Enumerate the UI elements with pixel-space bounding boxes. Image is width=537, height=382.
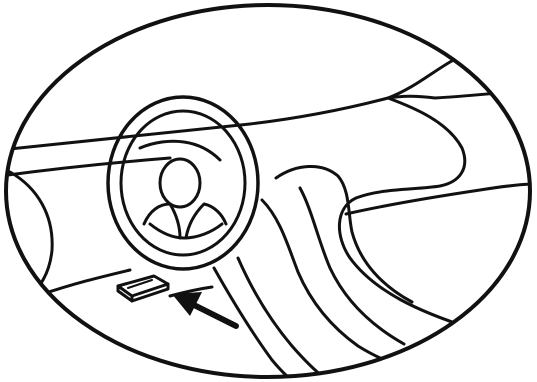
center-console — [262, 98, 537, 382]
pointer-arrow-icon — [172, 292, 236, 326]
dashboard-outline — [0, 47, 537, 300]
scene-contents — [0, 47, 537, 382]
steering-wheel-hub — [160, 159, 200, 207]
steering-wheel-upper-spoke — [140, 141, 220, 160]
diagnostic-port — [118, 276, 168, 301]
steering-column — [214, 258, 330, 382]
steering-wheel — [108, 97, 258, 269]
